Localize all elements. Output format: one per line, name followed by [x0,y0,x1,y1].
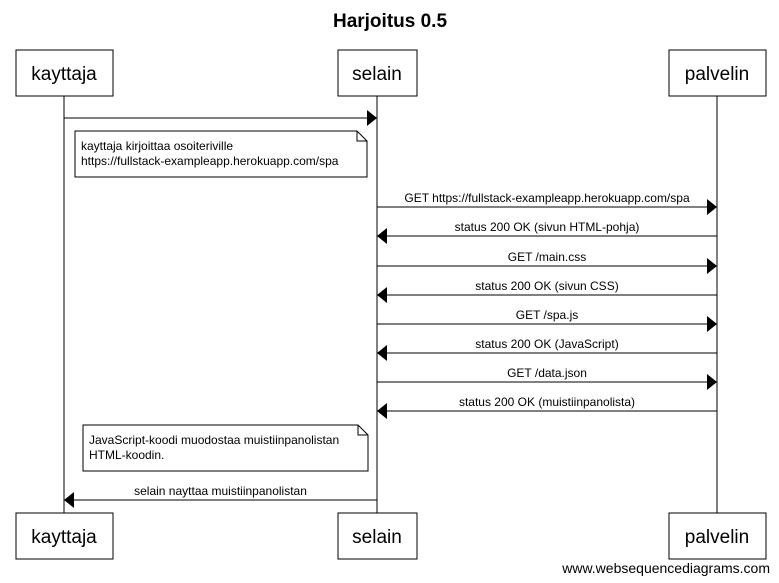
message-label: selain nayttaa muistiinpanolistan [134,484,307,498]
message-label: GET /main.css [508,250,586,264]
message-6: GET /spa.js [377,308,717,332]
message-3: status 200 OK (sivun HTML-pohja) [377,220,717,244]
actor-box-selain-bottom [337,512,418,560]
actor-box-palvelin-top [668,49,767,97]
note-text-line: JavaScript-koodi muodostaa muistiinpanol… [89,433,339,447]
message-5: status 200 OK (sivun CSS) [377,279,717,303]
notes: kayttaja kirjoittaa osoiterivillehttps:/… [74,130,369,472]
actor-label-selain-bottom: selain [352,527,402,548]
arrowhead-icon [377,287,387,303]
arrowhead-icon [707,374,717,390]
actor-label-palvelin-bottom: palvelin [685,527,749,548]
actor-label-kayttaja-bottom: kayttaja [31,527,97,548]
note-text-line: kayttaja kirjoittaa osoiteriville [81,139,233,153]
note-fold-icon [356,131,367,142]
note-2: JavaScript-koodi muodostaa muistiinpanol… [82,424,369,472]
note-text-line: https://fullstack-exampleapp.herokuapp.c… [81,154,339,168]
message-8: GET /data.json [377,366,717,390]
arrowhead-icon [377,228,387,244]
message-10: selain nayttaa muistiinpanolistan [64,484,377,508]
message-label: status 200 OK (JavaScript) [475,337,618,351]
actor-label-kayttaja-top: kayttaja [31,64,97,85]
message-2: GET https://fullstack-exampleapp.herokua… [377,191,717,215]
message-1 [64,110,377,126]
note-fold-icon [357,425,368,436]
actors-top: kayttaja selain palvelin [15,49,767,97]
arrowhead-icon [377,345,387,361]
message-label: GET /spa.js [516,308,578,322]
arrowhead-icon [367,110,377,126]
arrowhead-icon [64,492,74,508]
message-label: status 200 OK (sivun CSS) [475,279,618,293]
actor-label-palvelin-top: palvelin [685,64,749,85]
watermark: www.websequencediagrams.com [561,560,770,576]
diagram-title: Harjoitus 0.5 [333,11,447,32]
message-label: GET /data.json [507,366,587,380]
arrowhead-icon [707,316,717,332]
actors-bottom: kayttaja selain palvelin [15,512,767,560]
actor-box-selain-top [337,49,418,97]
message-label: status 200 OK (sivun HTML-pohja) [455,220,640,234]
note-body [74,130,368,178]
lifelines [63,96,718,513]
arrowhead-icon [377,403,387,419]
note-1: kayttaja kirjoittaa osoiterivillehttps:/… [74,130,368,178]
arrowhead-icon [707,199,717,215]
actor-box-kayttaja-top [15,49,114,97]
note-text-line: HTML-koodin. [89,448,164,462]
message-9: status 200 OK (muistiinpanolista) [377,395,717,419]
message-label: status 200 OK (muistiinpanolista) [459,395,635,409]
message-7: status 200 OK (JavaScript) [377,337,717,361]
note-body [82,424,369,472]
message-4: GET /main.css [377,250,717,274]
message-label: GET https://fullstack-exampleapp.herokua… [404,191,690,205]
messages: GET https://fullstack-exampleapp.herokua… [64,110,717,508]
actor-label-selain-top: selain [352,64,402,85]
arrowhead-icon [707,258,717,274]
actor-box-kayttaja-bottom [15,512,114,560]
actor-box-palvelin-bottom [668,512,767,560]
